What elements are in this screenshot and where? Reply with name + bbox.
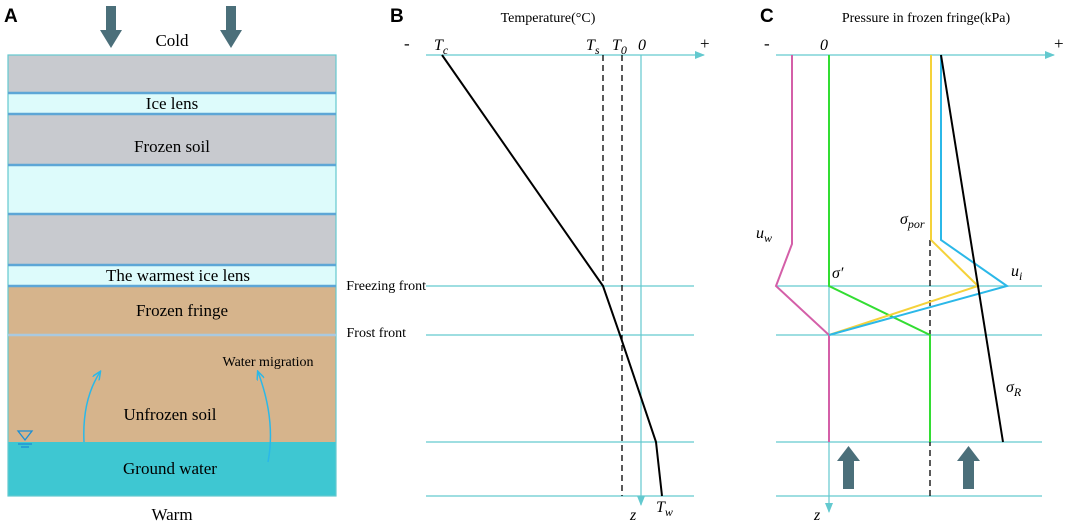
tc-label: Tc [434,37,449,57]
effective-stress-line [828,55,931,442]
z-label-c: z [813,507,821,524]
migration-arrow-left [83,372,100,443]
migration-arrow-right [258,372,272,463]
frozen-soil-label: Frozen soil [134,137,210,156]
ts-label: Ts [586,37,600,57]
pressure-sign-positive: + [1054,34,1064,53]
warm-label: Warm [151,505,192,524]
panel-letter-b: B [390,6,404,27]
panel-b: B Temperature(°C) - + Tc Ts T0 0 z Tw Fr… [346,6,709,524]
warmest-ice-lens-layer [8,265,336,286]
temperature-profile-line [441,54,663,497]
temp-sign-positive: + [700,34,710,53]
frozen-soil-layer-lower [8,214,336,265]
z-label-b: z [629,507,637,524]
panel-letter-a: A [4,6,18,27]
ground-water-label: Ground water [123,459,217,478]
warmest-ice-lens-label: The warmest ice lens [106,266,250,285]
sigma-effective-label: σ′ [832,265,844,282]
porosity-stress-line [828,55,980,336]
cold-arrow-right [220,6,242,48]
freezing-front-label: Freezing front [346,279,426,294]
panel-a: A Cold [4,6,337,524]
upward-arrow-right [957,446,980,489]
panel-letter-c: C [760,6,774,27]
water-table-icon [16,430,34,448]
unfrozen-soil-label: Unfrozen soil [123,405,216,424]
frozen-soil-layer-top [8,55,336,93]
pore-water-pressure-line [774,55,830,442]
sigma-por-label: σpor [900,211,925,231]
ice-lens-layer-middle [8,165,336,214]
overburden-stress-line [940,54,1004,443]
column-border [7,54,337,497]
zero-label-c: 0 [820,37,828,54]
frozen-fringe-label: Frozen fringe [136,301,228,320]
cold-arrow-left [100,6,122,48]
ice-lens-label: Ice lens [146,94,198,113]
fringe-unfrozen-soil [8,286,336,442]
pressure-axis-title: Pressure in frozen fringe(kPa) [842,11,1011,26]
zero-label-b: 0 [638,37,646,54]
frost-front-label: Frost front [347,326,407,341]
ice-lens-layer [8,93,336,114]
panel-c: C Pressure in frozen fringe(kPa) - + 0 z… [756,6,1064,524]
t0-label: T0 [612,37,627,57]
temperature-axis-title: Temperature(°C) [501,11,596,26]
ui-label: ui [1011,263,1022,283]
tw-label: Tw [656,499,673,519]
pressure-sign-negative: - [764,34,770,53]
temp-sign-negative: - [404,34,410,53]
uw-label: uw [756,225,772,245]
frozen-soil-layer [8,114,336,165]
sigma-r-label: σR [1006,379,1022,399]
upward-arrow-left [837,446,860,489]
water-migration-label: Water migration [222,355,313,370]
soil-column [7,54,337,497]
ground-water-layer [8,442,336,496]
cold-label: Cold [155,31,189,50]
ice-pressure-line [828,55,1010,336]
